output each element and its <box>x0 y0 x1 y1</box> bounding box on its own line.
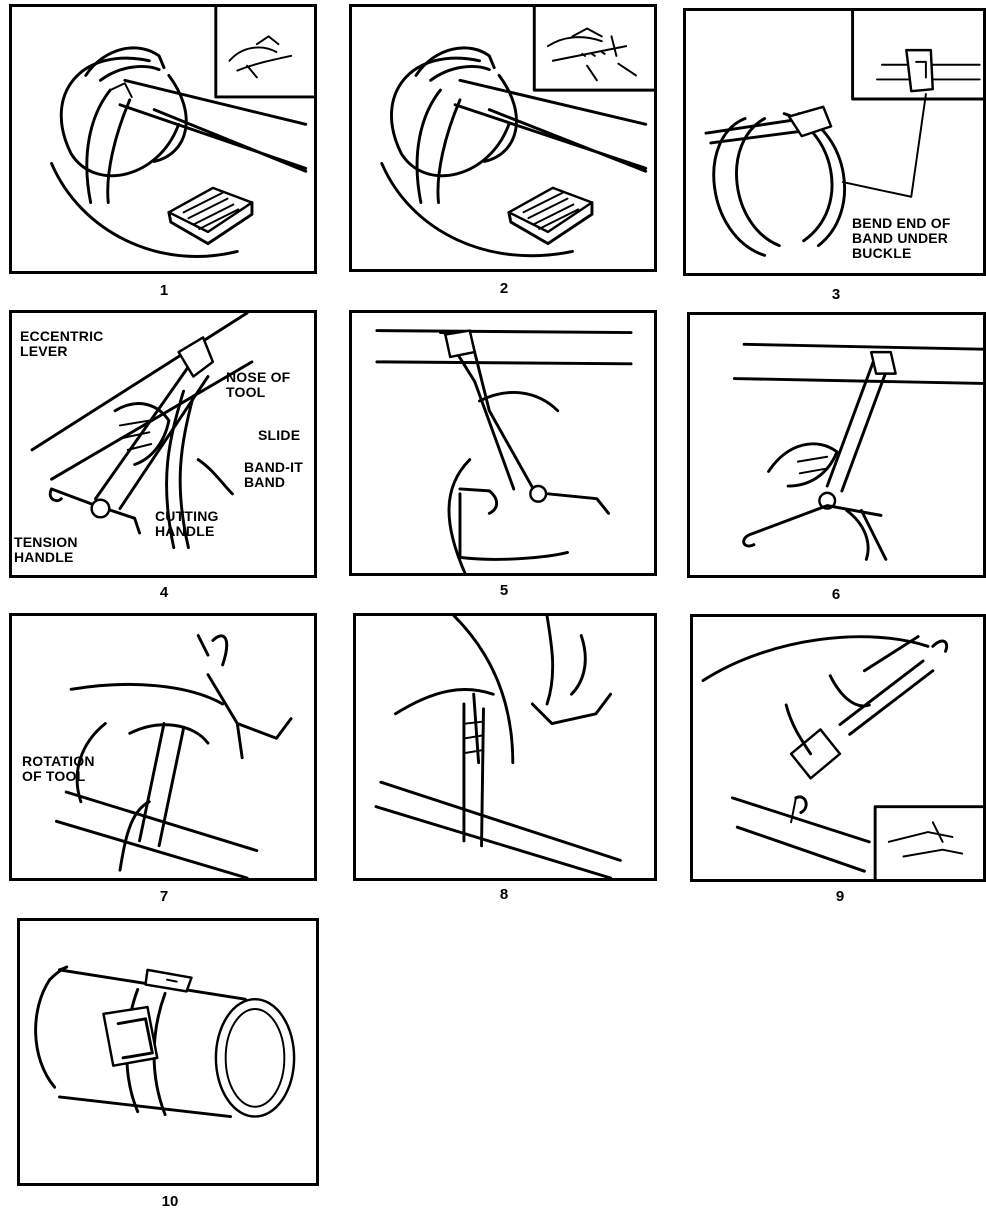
step-6-number: 6 <box>816 586 856 603</box>
step-1-illustration <box>12 7 314 271</box>
step-4-number: 4 <box>144 584 184 601</box>
bend-band-callout: BEND END OF BAND UNDER BUCKLE <box>852 216 951 261</box>
cutting-handle-callout: CUTTING HANDLE <box>155 509 219 539</box>
eccentric-lever-callout: ECCENTRIC LEVER <box>20 329 103 359</box>
step-7-number: 7 <box>144 888 184 905</box>
callout-line: HANDLE <box>14 550 78 565</box>
callout-line: LEVER <box>20 344 103 359</box>
callout-line: ECCENTRIC <box>20 329 103 344</box>
step-9-number: 9 <box>820 888 860 905</box>
step-10-number: 10 <box>150 1193 190 1210</box>
step-3-number: 3 <box>816 286 856 303</box>
tension-handle-callout: TENSION HANDLE <box>14 535 78 565</box>
callout-line: ROTATION <box>22 754 95 769</box>
step-5-panel <box>349 310 657 576</box>
callout-line: TOOL <box>226 385 290 400</box>
step-10-panel <box>17 918 319 1186</box>
callout-line: BAND UNDER <box>852 231 951 246</box>
callout-line: TENSION <box>14 535 78 550</box>
callout-line: OF TOOL <box>22 769 95 784</box>
step-5-illustration <box>352 313 654 573</box>
step-5-number: 5 <box>484 582 524 599</box>
step-6-illustration <box>690 315 983 575</box>
callout-line: CUTTING <box>155 509 219 524</box>
step-2-number: 2 <box>484 280 524 297</box>
step-7-illustration <box>12 616 314 878</box>
step-10-illustration <box>20 921 316 1183</box>
step-6-panel <box>687 312 986 578</box>
step-2-illustration <box>352 7 654 269</box>
step-8-number: 8 <box>484 886 524 903</box>
step-8-panel <box>353 613 657 881</box>
callout-line: NOSE OF <box>226 370 290 385</box>
slide-callout: SLIDE <box>258 428 300 443</box>
band-it-band-callout: BAND-IT BAND <box>244 460 303 490</box>
step-9-panel <box>690 614 986 882</box>
callout-line: BUCKLE <box>852 246 951 261</box>
step-2-panel <box>349 4 657 272</box>
step-1-number: 1 <box>144 282 184 299</box>
step-8-illustration <box>356 616 654 878</box>
step-1-panel <box>9 4 317 274</box>
callout-line: BAND-IT <box>244 460 303 475</box>
callout-line: BAND <box>244 475 303 490</box>
callout-line: SLIDE <box>258 428 300 443</box>
step-3-panel: BEND END OF BAND UNDER BUCKLE <box>683 8 986 276</box>
nose-of-tool-callout: NOSE OF TOOL <box>226 370 290 400</box>
rotation-of-tool-callout: ROTATION OF TOOL <box>22 754 95 784</box>
step-7-panel: ROTATION OF TOOL <box>9 613 317 881</box>
callout-line: BEND END OF <box>852 216 951 231</box>
step-4-panel: ECCENTRIC LEVER NOSE OF TOOL SLIDE BAND-… <box>9 310 317 578</box>
step-9-illustration <box>693 617 983 879</box>
callout-line: HANDLE <box>155 524 219 539</box>
